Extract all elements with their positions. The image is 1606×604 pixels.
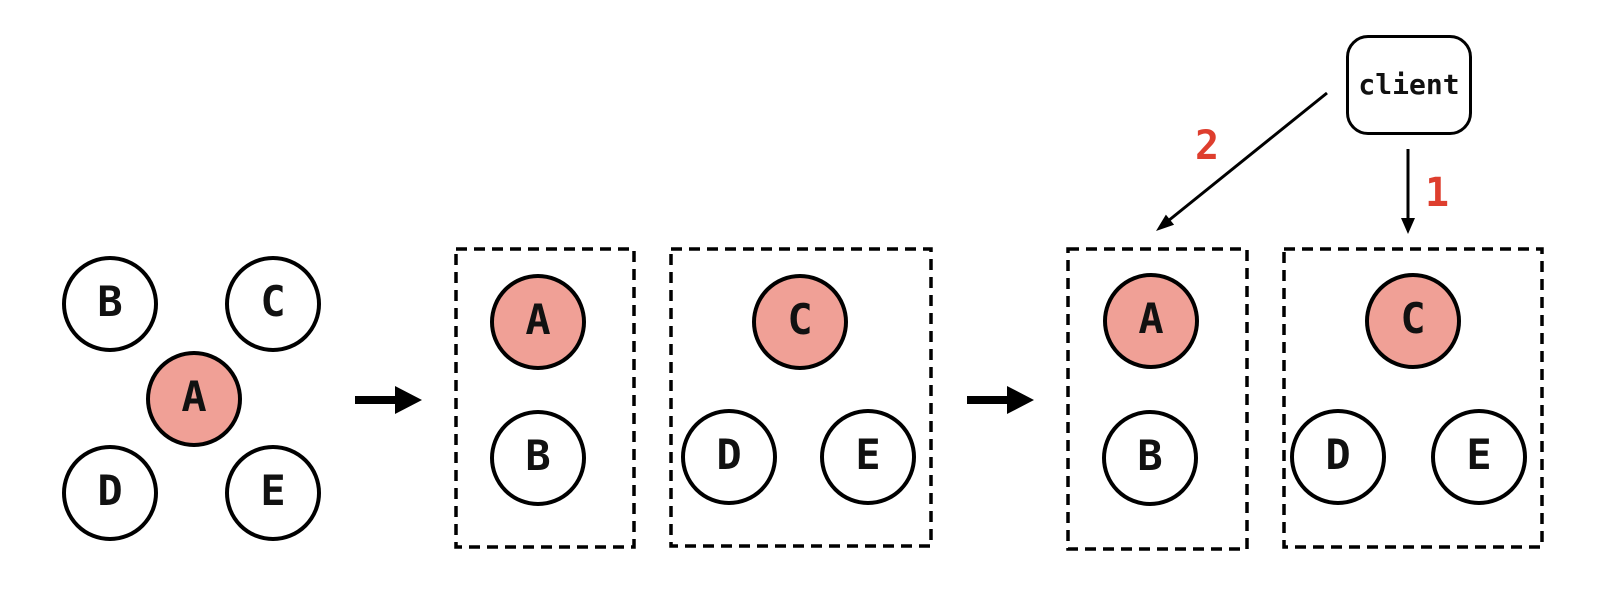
- stage2-node-d: D: [681, 409, 777, 505]
- client-request-arrow-2-icon: [1156, 91, 1328, 231]
- stage1-node-b: B: [62, 256, 158, 352]
- request-order-label-2: 2: [1194, 123, 1220, 169]
- stage3-node-a: A: [1103, 273, 1199, 369]
- stage3-node-b: B: [1102, 410, 1198, 506]
- request-order-label-1: 1: [1424, 170, 1450, 216]
- stage2-node-b: B: [490, 410, 586, 506]
- stage2-node-c: C: [752, 274, 848, 370]
- stage1-node-a: A: [146, 351, 242, 447]
- stage3-partition-2-box: [1282, 247, 1544, 549]
- transition-arrow-1-icon: [355, 386, 422, 414]
- transition-arrow-2-icon: [967, 386, 1034, 414]
- stage3-partition-1-box: [1066, 247, 1249, 551]
- stage1-node-e: E: [225, 445, 321, 541]
- stage2-node-e: E: [820, 409, 916, 505]
- stage1-node-c: C: [225, 256, 321, 352]
- client-box: client: [1346, 35, 1472, 135]
- stage2-partition-2-box: [669, 247, 933, 548]
- stage3-node-c: C: [1365, 273, 1461, 369]
- stage1-node-d: D: [62, 445, 158, 541]
- stage2-node-a: A: [490, 274, 586, 370]
- stage3-node-e: E: [1431, 409, 1527, 505]
- stage3-node-d: D: [1290, 409, 1386, 505]
- client-request-arrow-1-icon: [1401, 149, 1415, 234]
- stage2-partition-1-box: [454, 247, 636, 549]
